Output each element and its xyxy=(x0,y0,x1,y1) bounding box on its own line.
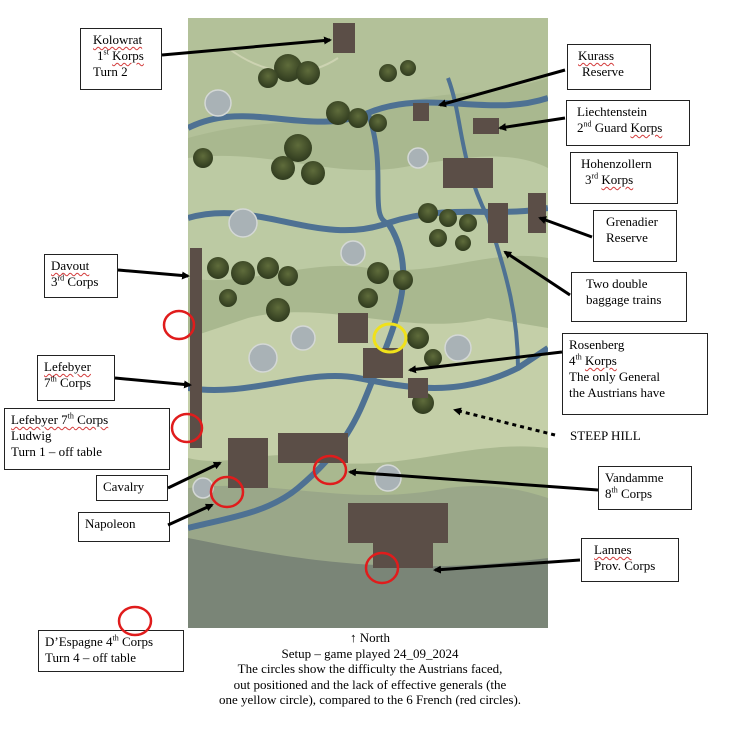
label-baggage-line2: baggage trains xyxy=(586,292,662,307)
label-baggage-line1: Two double xyxy=(586,276,648,291)
label-cavalry: Cavalry xyxy=(96,475,168,501)
label-lannes-name: Lannes xyxy=(594,542,632,557)
label-liechtenstein: Liechtenstein 2nd Guard Korps xyxy=(566,100,690,146)
caption-line3: out positioned and the lack of effective… xyxy=(233,676,507,692)
label-vandamme: Vandamme 8th Corps xyxy=(598,466,692,510)
label-ludwig-turn: Turn 1 – off table xyxy=(11,444,102,459)
label-hohenzollern-name: Hohenzollern xyxy=(581,156,652,171)
label-ludwig-name: Ludwig xyxy=(11,428,52,443)
game-board-photo xyxy=(188,18,548,628)
label-napoleon: Napoleon xyxy=(78,512,170,542)
label-hohenzollern-corps: 3rd Korps xyxy=(585,171,634,187)
label-lannes-corps: Prov. Corps xyxy=(594,558,656,573)
label-lefebyer-name: Lefebyer xyxy=(44,359,91,374)
arrow-lefebyer xyxy=(114,376,192,389)
arrow-davout xyxy=(117,268,190,280)
label-lannes: Lannes Prov. Corps xyxy=(581,538,679,582)
label-despagne-turn: Turn 4 – off table xyxy=(45,650,136,665)
label-steep-hill: STEEP HILL xyxy=(564,425,664,447)
label-kolowrat-corps: 1st Korps xyxy=(97,47,144,63)
caption-north: ↑ North xyxy=(349,630,391,645)
label-liechtenstein-name: Liechtenstein xyxy=(577,104,648,119)
label-vandamme-name: Vandamme xyxy=(605,470,664,485)
label-grenadier: Grenadier Reserve xyxy=(593,210,677,262)
label-lefebyer: Lefebyer 7th Corps xyxy=(37,355,115,401)
label-rosenberg-name: Rosenberg xyxy=(569,337,625,352)
label-kolowrat-turn: Turn 2 xyxy=(93,64,128,79)
label-baggage: Two double baggage trains xyxy=(571,272,687,322)
board-illustration xyxy=(188,18,548,628)
label-ludwig-title: Lefebyer 7th Corps xyxy=(11,411,109,427)
label-kurass-reserve: Reserve xyxy=(582,64,624,79)
label-grenadier-name: Grenadier xyxy=(606,214,658,229)
label-kurass-name: Kurass xyxy=(578,48,615,63)
label-kolowrat: Kolowrat 1st Korps Turn 2 xyxy=(80,28,162,90)
label-hohenzollern: Hohenzollern 3rd Korps xyxy=(570,152,678,204)
label-despagne: D’Espagne 4th Corps Turn 4 – off table xyxy=(38,630,184,672)
label-davout-corps: 3rd Corps xyxy=(51,273,99,289)
caption-line4: one yellow circle), compared to the 6 Fr… xyxy=(218,692,522,707)
label-rosenberg-note2: the Austrians have xyxy=(569,385,666,400)
label-rosenberg-corps: 4th Korps xyxy=(569,352,617,368)
label-davout-name: Davout xyxy=(51,258,90,273)
label-rosenberg-note1: The only General xyxy=(569,369,660,384)
label-kolowrat-name: Kolowrat xyxy=(93,32,143,47)
label-liechtenstein-corps: 2nd Guard Korps xyxy=(577,119,663,135)
label-grenadier-reserve: Reserve xyxy=(606,230,648,245)
label-kurass: Kurass Reserve xyxy=(567,44,651,90)
label-davout: Davout 3rd Corps xyxy=(44,254,118,298)
label-rosenberg: Rosenberg 4th Korps The only General the… xyxy=(562,333,708,415)
label-lefebyer-corps: 7th Corps xyxy=(44,374,92,390)
caption-line1: Setup – game played 24_09_2024 xyxy=(281,645,459,661)
caption-line2: The circles show the difficulty the Aust… xyxy=(237,661,503,676)
label-ludwig: Lefebyer 7th Corps Ludwig Turn 1 – off t… xyxy=(4,408,170,470)
label-vandamme-corps: 8th Corps xyxy=(605,485,653,501)
label-despagne-title: D’Espagne 4th Corps xyxy=(45,633,154,649)
caption: ↑ North Setup – game played 24_09_2024 T… xyxy=(180,630,560,708)
